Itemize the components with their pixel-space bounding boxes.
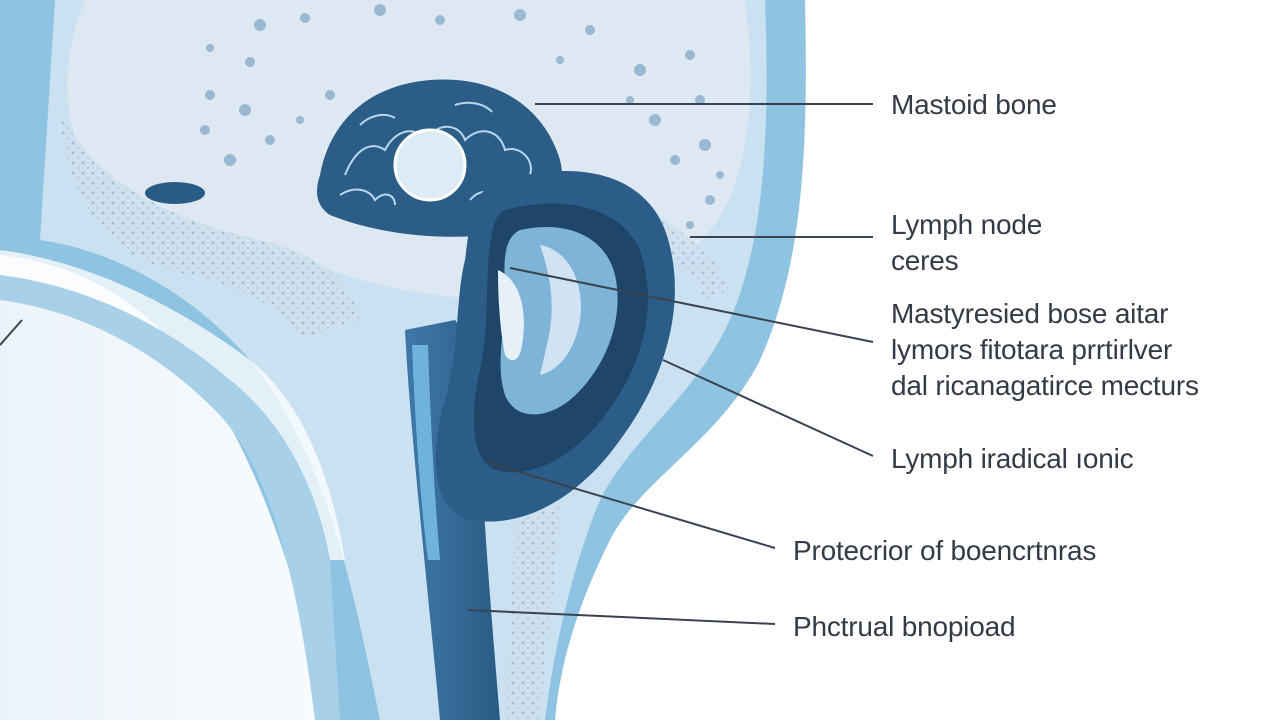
dark-lens xyxy=(145,182,205,204)
label-line: Phctrual bnopioad xyxy=(793,611,1016,642)
label-phctrual: Phctrual bnopioad xyxy=(793,609,1016,645)
label-line: Mastoid bone xyxy=(891,89,1057,120)
dotted-bone-band xyxy=(60,110,360,340)
leader-line-mastyresied xyxy=(509,267,874,343)
leader-lines xyxy=(0,103,874,625)
label-line: ceres xyxy=(891,245,959,276)
label-line: Lymph node xyxy=(891,209,1043,240)
label-line: dal ricanagatirce mecturs xyxy=(891,370,1199,401)
label-lymph-iradical: Lymph iradical ıonic xyxy=(891,441,1134,477)
ossicle-circle xyxy=(393,128,467,202)
tissue-band xyxy=(0,275,340,720)
inner-ear-fold xyxy=(540,245,581,375)
leader-line-phctrual xyxy=(467,609,776,625)
label-mastyresied: Mastyresied bose aitar lymors fitotara p… xyxy=(891,296,1199,404)
leader-line-lymph-iradical xyxy=(662,359,874,457)
bone-dots xyxy=(200,4,724,229)
inner-ear-fold-2 xyxy=(498,270,524,361)
canal-highlight xyxy=(412,345,440,560)
light-streak xyxy=(0,250,345,560)
leader-line-left-edge xyxy=(0,319,23,346)
label-line: Lymph iradical ıonic xyxy=(891,443,1134,474)
leader-line-protecrior xyxy=(485,461,776,549)
label-mastoid-bone: Mastoid bone xyxy=(891,87,1057,123)
label-protecrior: Protecrior of boencrtnras xyxy=(793,533,1096,569)
label-line: Protecrior of boencrtnras xyxy=(793,535,1097,566)
label-line: lymors fitotara prrtirlver xyxy=(891,334,1173,365)
label-line: Mastyresied bose aitar xyxy=(891,298,1169,329)
label-lymph-node: Lymph node ceres xyxy=(891,207,1042,279)
